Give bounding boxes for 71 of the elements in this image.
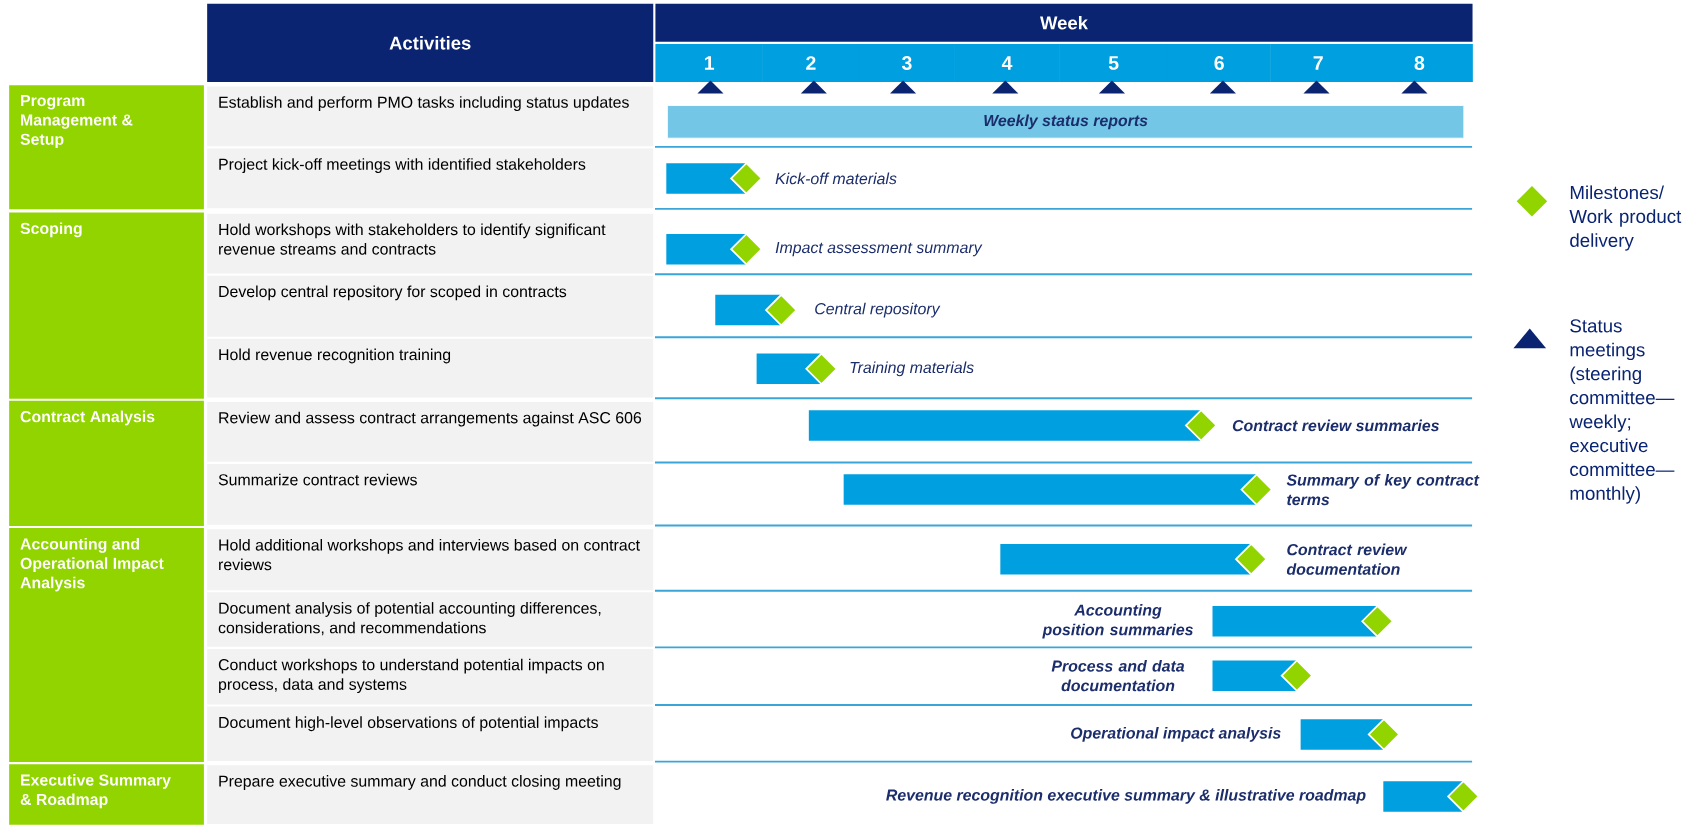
deliverable-label: Contract review documentation — [1286, 543, 1408, 575]
category-cell: Scoping — [9, 212, 204, 399]
node-label: 5 — [1108, 56, 1119, 70]
node-label: Hold additional workshops and interviews based on contract reviews — [219, 539, 640, 571]
week-number-cell: 7 — [1270, 44, 1367, 83]
activity-cell: Prepare executive summary and conduct closing meeting — [207, 765, 654, 825]
activity-cell: Review and assess contract arrangements against ASC 606 — [207, 402, 654, 462]
node-label: Contract Analysis — [20, 410, 155, 426]
deliverable-label: Contract review summaries — [1232, 419, 1439, 432]
deliverable-label: Kick-off materials — [775, 172, 897, 185]
node-label: Hold workshops with stakeholders to identify significant revenue streams and contracts — [219, 223, 606, 255]
node-label: 7 — [1313, 56, 1323, 70]
gantt-bar — [666, 234, 747, 265]
node-label: Document analysis of potential accounting differences, considerations, and recommendations — [218, 602, 601, 636]
node-label: 8 — [1414, 56, 1425, 71]
gantt-bar — [1212, 606, 1378, 637]
activity-cell: Document high-level observations of potential impacts — [207, 706, 654, 762]
legend-text: Milestones/ Work product delivery — [1569, 185, 1682, 251]
week-number-cell: 4 — [954, 44, 1060, 83]
node-label: Review and assess contract arrangements against ASC 606 — [219, 411, 642, 427]
category-cell: Contract Analysis — [9, 400, 204, 527]
node-label: Summarize contract reviews — [218, 473, 417, 486]
week-number-cell: 5 — [1059, 44, 1169, 83]
node-label: 1 — [704, 56, 715, 70]
week-number-cell: 6 — [1167, 44, 1271, 83]
node-label: Hold revenue recognition training — [219, 348, 451, 364]
activity-cell: Hold workshops with stakeholders to identify significant revenue streams and contracts — [207, 213, 654, 274]
category-cell: Program Management & Setup — [9, 85, 204, 210]
activity-cell: Summarize contract reviews — [207, 464, 654, 525]
week-number-cell: 8 — [1365, 44, 1473, 83]
activity-cell: Document analysis of potential accounting differences, considerations, and recommendations — [207, 592, 654, 647]
node-label: Project kick-off meetings with identified stakeholders — [219, 158, 586, 174]
deliverable-label: Central repository — [815, 302, 941, 318]
gantt-bar — [1300, 719, 1385, 750]
deliverable-label: Process and data documentation — [1051, 660, 1185, 692]
activity-cell: Develop central repository for scoped in contracts — [207, 275, 654, 337]
gantt-bar — [843, 474, 1258, 505]
header-cell: Week — [655, 3, 1473, 42]
node-label: Executive Summary & Roadmap — [20, 774, 171, 809]
gantt-bar — [1000, 544, 1252, 575]
activity-cell: Project kick-off meetings with identified stakeholders — [207, 148, 654, 209]
activity-cell: Hold additional workshops and interviews based on contract reviews — [207, 529, 654, 591]
week-number-cell: 1 — [655, 44, 763, 83]
node-label: Scoping — [20, 222, 82, 238]
gantt-bar — [1383, 781, 1464, 812]
week-number-cell: 3 — [858, 44, 955, 83]
node-label: Develop central repository for scoped in contracts — [219, 285, 567, 301]
header-cell: Activities — [207, 3, 654, 83]
node-label: Document high-level observations of potential impacts — [219, 716, 598, 732]
deliverable-label: Revenue recognition executive summary & illustrative roadmap — [886, 789, 1366, 804]
deliverable-label: Operational impact analysis — [1071, 727, 1281, 742]
node-label: Week — [1040, 16, 1088, 30]
deliverable-label: Accounting position summaries — [1042, 604, 1193, 639]
deliverable-label: Impact assessment summary — [775, 242, 983, 257]
gantt-bar: Weekly status reports — [666, 105, 1465, 139]
node-label: Accounting and Operational Impact Analysis — [20, 538, 164, 592]
activity-cell: Establish and perform PMO tasks including status updates — [207, 86, 654, 147]
node-label: 2 — [806, 56, 816, 70]
gantt-bar — [808, 410, 1202, 441]
legend-text: Status meetings (steering committee—weekly; executive committee—monthly) — [1569, 319, 1675, 504]
node-label: 3 — [901, 56, 912, 71]
category-cell: Executive Summary & Roadmap — [9, 764, 204, 825]
deliverable-label: Summary of key contract terms — [1286, 474, 1480, 506]
deliverable-label: Training materials — [850, 361, 974, 377]
gantt-bar — [666, 163, 747, 194]
node-label: 4 — [1001, 56, 1013, 70]
activity-cell: Hold revenue recognition training — [207, 338, 654, 398]
node-label: 6 — [1214, 56, 1224, 71]
activity-cell: Conduct workshops to understand potential impacts on process, data and systems — [207, 649, 654, 705]
node-label: Conduct workshops to understand potential impacts on process, data and systems — [218, 658, 604, 694]
week-number-cell: 2 — [762, 44, 860, 83]
